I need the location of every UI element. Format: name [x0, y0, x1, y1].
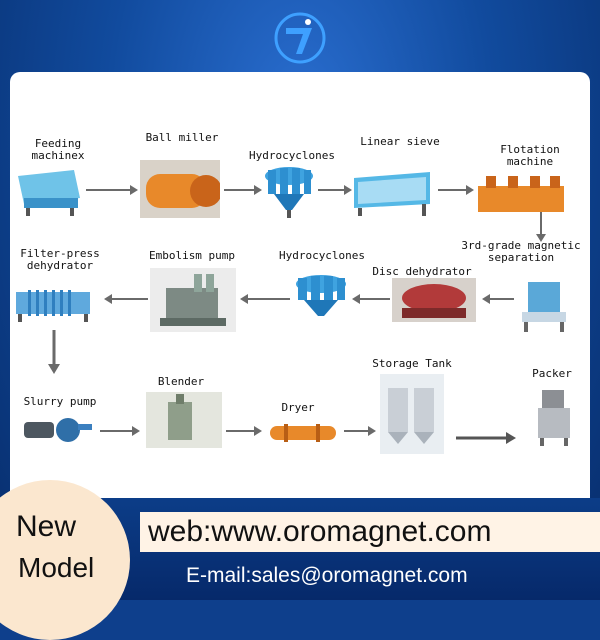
arrow-left-icon — [482, 294, 514, 304]
badge-new-text: New — [16, 510, 77, 543]
storage-tank-icon — [380, 374, 444, 454]
label-dryer: Dryer — [281, 401, 315, 414]
arrow-right-icon — [226, 426, 262, 436]
label-embolism-pump: Embolism pump — [148, 249, 236, 262]
linear-sieve-icon — [354, 172, 430, 216]
label-filter-press: Filter-press dehydrator — [20, 247, 100, 272]
flotation-machine-icon — [478, 176, 564, 212]
label-disc-dehydrator: Disc dehydrator — [372, 265, 472, 278]
arrow-left-icon — [104, 294, 148, 304]
magnetic-separator-icon — [522, 282, 566, 332]
slurry-pump-icon — [24, 418, 92, 442]
label-ball-miller: Ball miller — [145, 131, 219, 144]
badge-model-text: Model — [18, 552, 95, 583]
label-hydrocyclones-top: Hydrocyclones — [248, 149, 336, 162]
arrow-down-icon — [536, 212, 546, 242]
filter-press-icon — [16, 290, 90, 322]
label-flotation-machine: Flotation machine — [500, 143, 560, 168]
label-magnetic-separation: 3rd-grade magnetic separation — [461, 239, 581, 264]
hydrocyclones-icon-2 — [296, 275, 346, 316]
arrow-right-icon — [100, 426, 140, 436]
website-text: web:www.oromagnet.com — [140, 512, 600, 552]
arrow-down-icon — [48, 330, 60, 374]
company-logo — [274, 12, 326, 64]
arrow-right-icon — [344, 426, 376, 436]
feeding-machine-icon — [18, 170, 80, 216]
embolism-pump-icon — [150, 268, 236, 332]
label-slurry-pump: Slurry pump — [23, 395, 97, 408]
email-text: E-mail:sales@oromagnet.com — [186, 564, 468, 587]
label-feeding-machine: Feeding machinex — [31, 137, 85, 162]
label-hydrocyclones-mid: Hydrocyclones — [278, 249, 366, 262]
dryer-icon — [270, 424, 336, 442]
ball-mill-icon — [140, 160, 220, 218]
packer-icon — [538, 390, 570, 446]
label-packer: Packer — [532, 367, 572, 380]
arrow-right-icon — [86, 185, 138, 195]
arrow-right-icon — [456, 432, 516, 444]
label-blender: Blender — [157, 375, 205, 388]
arrow-left-icon — [352, 294, 390, 304]
arrow-right-icon — [224, 185, 262, 195]
arrow-right-icon — [438, 185, 474, 195]
disc-dehydrator-icon — [392, 278, 476, 322]
hydrocyclones-icon — [265, 167, 313, 218]
label-linear-sieve: Linear sieve — [360, 135, 440, 148]
arrow-right-icon — [318, 185, 352, 195]
arrow-left-icon — [240, 294, 290, 304]
blender-icon — [146, 392, 222, 448]
label-storage-tank: Storage Tank — [372, 357, 452, 370]
